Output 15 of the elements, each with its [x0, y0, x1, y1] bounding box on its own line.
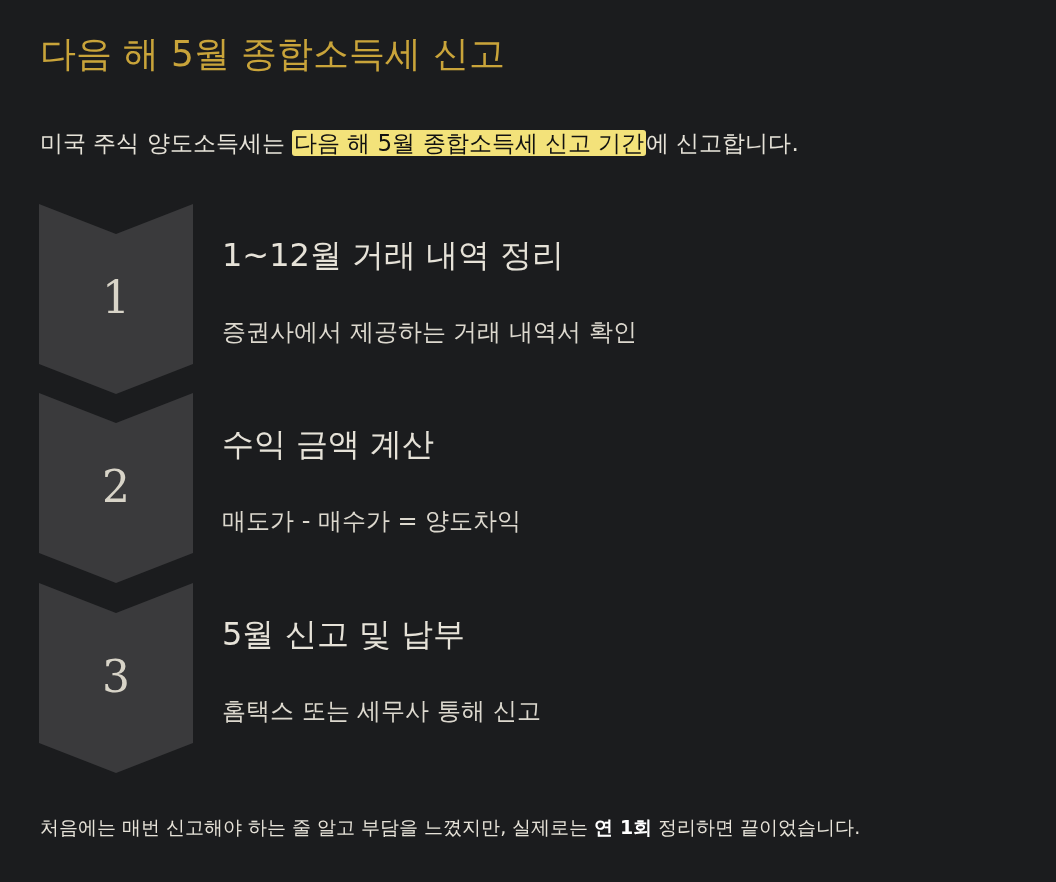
step-number: 2: [101, 461, 131, 512]
step-heading: 수익 금액 계산: [222, 424, 435, 465]
step-heading: 5월 신고 및 납부: [222, 614, 465, 655]
chevron-step: [39, 393, 193, 583]
title: 다음 해 5월 종합소득세 신고: [40, 32, 505, 76]
step-number: 3: [101, 651, 131, 702]
step-description: 증권사에서 제공하는 거래 내역서 확인: [222, 317, 637, 348]
footnote: 처음에는 매번 신고해야 하는 줄 알고 부담을 느꼈지만, 실제로는 연 1회 정리하면 끝이었습니다.: [40, 815, 861, 840]
step-heading: 1~12월 거래 내역 정리: [222, 235, 565, 276]
step-description: 홈택스 또는 세무사 통해 신고: [222, 696, 541, 727]
chevron-step: [39, 583, 193, 773]
step-number: 1: [101, 272, 131, 323]
step-description: 매도가 - 매수가 = 양도차익: [222, 506, 522, 537]
intro-sentence: 미국 주식 양도소득세는 다음 해 5월 종합소득세 신고 기간에 신고합니다.: [40, 129, 799, 158]
chevron-step: [39, 204, 193, 394]
